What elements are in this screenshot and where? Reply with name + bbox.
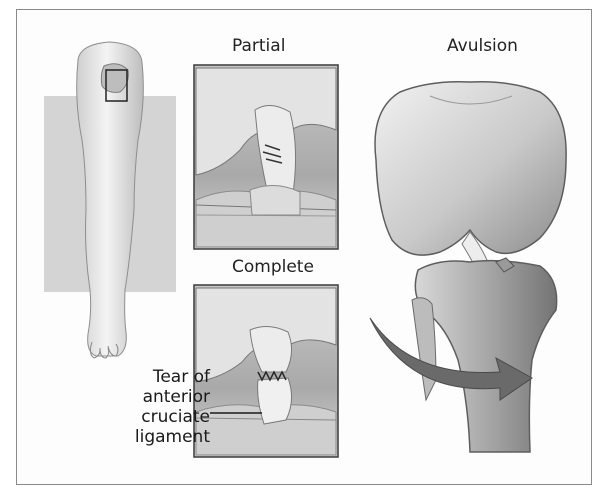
label-tear-acl: Tear of anterior cruciate ligament xyxy=(100,367,210,447)
avulsion-knee-illustration xyxy=(375,82,566,452)
tear-line-4: ligament xyxy=(100,427,210,447)
label-partial: Partial xyxy=(232,36,285,56)
complete-tear-illustration xyxy=(194,285,338,457)
fibula xyxy=(412,298,436,400)
tear-line-1: Tear of xyxy=(100,367,210,387)
partial-tear-illustration xyxy=(194,65,338,249)
tear-line-2: anterior xyxy=(100,387,210,407)
label-avulsion: Avulsion xyxy=(447,36,518,56)
femur xyxy=(375,82,566,255)
leg-illustration xyxy=(44,42,176,358)
label-complete: Complete xyxy=(232,257,314,277)
tibia xyxy=(415,261,556,452)
tear-line-3: cruciate xyxy=(100,407,210,427)
